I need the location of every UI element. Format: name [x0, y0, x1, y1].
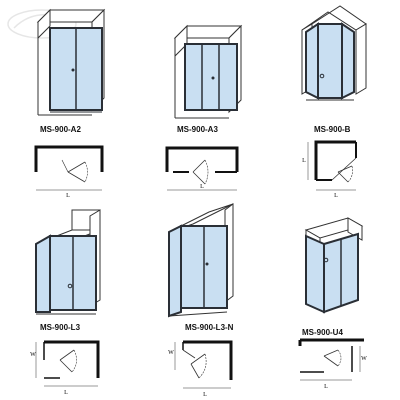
floor-plan-diagram: L L	[302, 140, 357, 199]
dimension-l-label: L	[334, 193, 338, 199]
model-label: MS-900-L3-N	[185, 323, 234, 332]
floor-plan-diagram: W L	[30, 340, 100, 396]
product-card-l3: MS-900-L3 W L	[0, 200, 133, 400]
product-card-u4: MS-900-U4 W L	[266, 200, 399, 400]
enclosure-illustration	[173, 24, 243, 119]
model-label: MS-900-B	[314, 125, 351, 134]
dimension-l-label: L	[200, 184, 204, 190]
product-card-a3: MS-900-A3 L	[133, 0, 266, 200]
dimension-l-label: L	[324, 384, 328, 390]
dimension-w-label: W	[361, 356, 367, 362]
enclosure-illustration	[35, 209, 101, 315]
dimension-w-label: W	[30, 352, 36, 358]
enclosure-illustration	[301, 5, 367, 101]
enclosure-illustration	[304, 217, 364, 314]
enclosure-illustration	[36, 8, 106, 116]
model-label: MS-900-L3	[40, 323, 81, 332]
dimension-l-label: L	[203, 392, 207, 398]
model-label: MS-900-A2	[40, 125, 81, 134]
dimension-l-label: L	[64, 390, 68, 396]
floor-plan-diagram: L	[34, 145, 104, 199]
floor-plan-diagram: W L	[168, 340, 233, 398]
dimension-side-label: L	[302, 158, 306, 164]
floor-plan-diagram: L	[165, 146, 239, 191]
floor-plan-diagram: W L	[298, 338, 367, 390]
model-label: MS-900-A3	[177, 125, 218, 134]
product-card-b: MS-900-B L L	[266, 0, 399, 200]
dimension-w-label: W	[168, 350, 174, 356]
product-card-a2: MS-900-A2 L	[0, 0, 133, 200]
dimension-l-label: L	[66, 193, 70, 199]
product-card-l3-n: MS-900-L3-N W L	[133, 200, 266, 400]
enclosure-illustration	[168, 203, 234, 318]
model-label: MS-900-U4	[302, 328, 343, 337]
